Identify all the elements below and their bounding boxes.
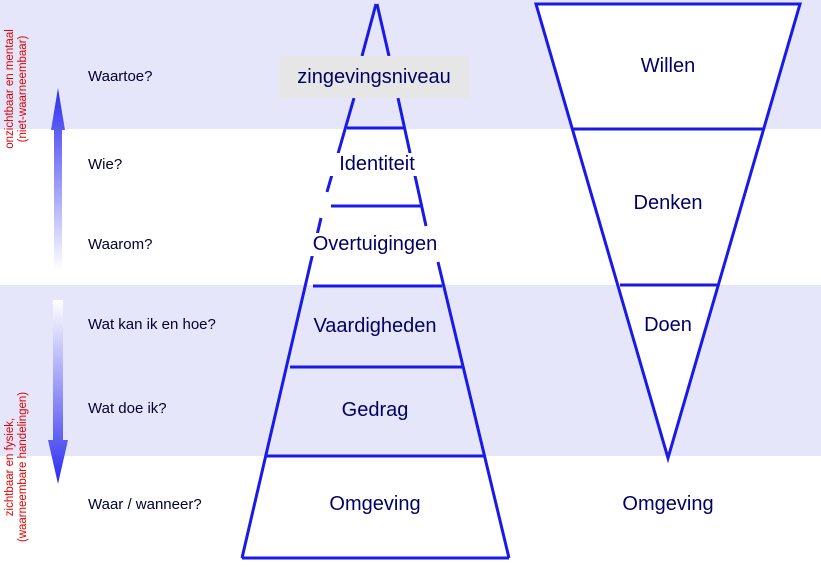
funnel-level-denken: Denken	[633, 192, 703, 214]
question-waartoe: Waartoe?	[88, 68, 153, 85]
pyramid-level-identiteit: Identiteit	[300, 153, 454, 176]
funnel-level-willen: Willen	[640, 55, 696, 77]
question-wat-doe-ik: Wat doe ik?	[88, 400, 167, 417]
pyramid-level-overtuigingen: Overtuigingen	[300, 233, 450, 256]
down-arrow	[48, 300, 68, 484]
side-label-visible-line2: (waarneembare handelingen)	[17, 391, 29, 543]
side-label-visible-physical: zichtbaar en fysiek, (waarneembare hande…	[4, 381, 32, 553]
up-arrow	[51, 88, 65, 270]
pyramid-level-gedrag: Gedrag	[341, 399, 409, 421]
question-waarom: Waarom?	[88, 236, 153, 253]
side-label-invisible-mental: onzichtbaar en mentaal (niet-waarneembaa…	[4, 14, 32, 164]
question-wat-kan-ik: Wat kan ik en hoe?	[88, 316, 216, 333]
funnel-level-doen: Doen	[644, 314, 692, 336]
question-wie: Wie?	[88, 156, 123, 173]
funnel-below-omgeving: Omgeving	[622, 493, 714, 515]
side-label-invisible-line2: (niet-waarneembaar)	[17, 35, 29, 143]
pyramid-level-omgeving: Omgeving	[329, 493, 421, 515]
zingeving-highlight-box	[279, 56, 469, 98]
pyramid-level-vaardigheden: Vaardigheden	[313, 315, 437, 337]
side-label-invisible-line1: onzichtbaar en mentaal	[4, 29, 16, 149]
question-waar-wanneer: Waar / wanneer?	[88, 496, 202, 513]
side-label-visible-line1: zichtbaar en fysiek,	[4, 417, 16, 517]
funnel-outline	[534, 2, 802, 464]
pyramid-level-zingeving: zingevingsniveau	[297, 66, 451, 88]
